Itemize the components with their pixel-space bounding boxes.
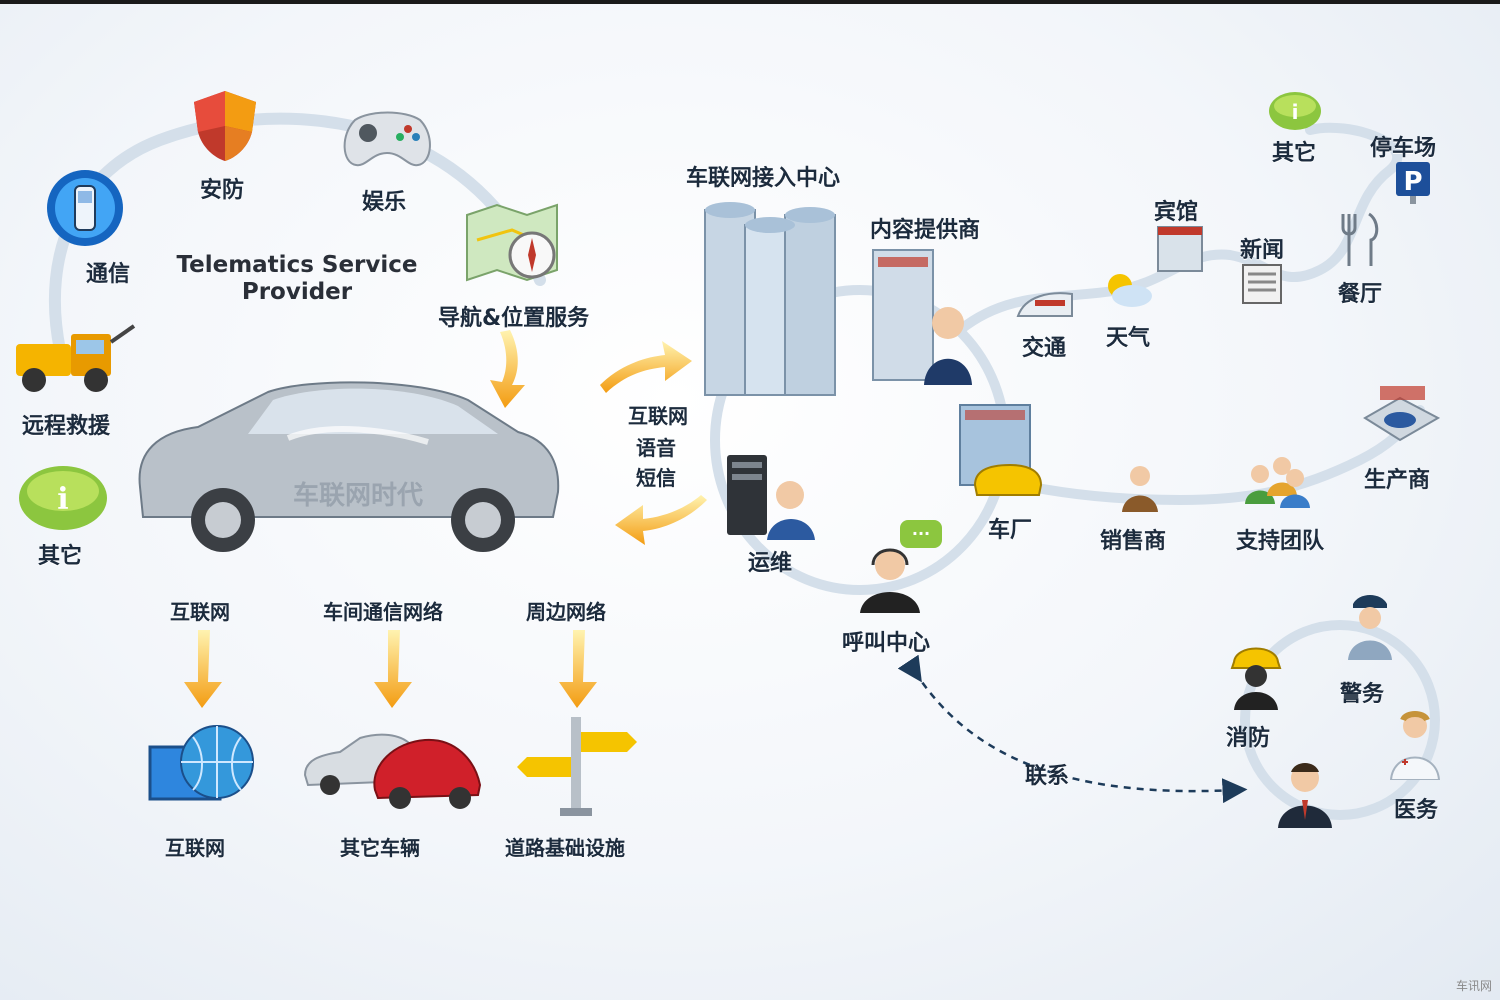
svg-text:i: i (57, 482, 68, 517)
channel-sms: 短信 (636, 466, 676, 490)
svg-text:i: i (1292, 100, 1299, 124)
contact-label: 联系 (1025, 764, 1070, 789)
content-weather: 天气 (1106, 326, 1151, 351)
call-agent-icon: ··· (855, 515, 945, 615)
security-label: 安防 (200, 178, 245, 203)
down-arrow-2 (559, 630, 597, 708)
supply-producer: 生产商 (1364, 468, 1431, 493)
contact-dashed-arrow (897, 654, 1248, 804)
info-icon: i (18, 463, 108, 533)
down-arrow-1 (374, 630, 412, 708)
factory-icon (955, 400, 1045, 500)
entertainment-label: 娱乐 (362, 190, 407, 215)
svg-text:···: ··· (912, 524, 930, 543)
officer-icon (1275, 758, 1335, 828)
content-parking: 停车场 (1370, 136, 1437, 161)
network-target-2: 道路基础设施 (505, 836, 625, 860)
hotel-icon (1155, 224, 1205, 274)
navigation-label: 导航&位置服务 (438, 306, 590, 331)
content-provider-label: 内容提供商 (870, 218, 981, 243)
top-border (0, 0, 1500, 4)
emergency-fire: 消防 (1226, 726, 1271, 751)
shield-icon (190, 88, 260, 163)
ops-label: 运维 (748, 551, 793, 576)
server-operator-icon (722, 450, 817, 540)
down-arrow-0 (184, 630, 222, 708)
emergency-medical: 医务 (1394, 798, 1439, 823)
network-target-1: 其它车辆 (340, 836, 420, 860)
network-target-0: 互联网 (165, 836, 225, 860)
provider-building-icon (868, 245, 973, 385)
cutlery-icon (1335, 210, 1385, 270)
emergency-police: 警务 (1340, 682, 1385, 707)
other-label: 其它 (38, 544, 83, 569)
newspaper-icon (1240, 262, 1285, 307)
network-source-1: 车间通信网络 (323, 600, 443, 624)
svg-text:P: P (1403, 167, 1422, 197)
team-icon (1240, 452, 1315, 512)
arrow-to-car (615, 495, 707, 545)
channel-voice: 语音 (636, 436, 676, 460)
content-news: 新闻 (1240, 238, 1285, 263)
comm-label: 通信 (86, 262, 131, 287)
arrow-to-center (600, 341, 692, 393)
doctor-icon (1388, 710, 1443, 780)
signpost-icon (515, 712, 640, 817)
map-compass-icon (462, 200, 562, 285)
supply-track (995, 405, 1425, 506)
info-icon-content: i (1268, 90, 1323, 132)
globe-monitor-icon (145, 722, 260, 817)
down-arrow-nav (490, 330, 525, 408)
firefighter-icon (1228, 640, 1283, 710)
parking-icon: P (1394, 160, 1432, 204)
network-source-2: 周边网络 (526, 600, 606, 624)
factory-label: 车厂 (988, 518, 1033, 543)
call-center-label: 呼叫中心 (842, 631, 931, 656)
dealer-person-icon (1120, 462, 1160, 512)
police-icon (1345, 590, 1395, 660)
content-hotel: 宾馆 (1154, 200, 1199, 225)
site-watermark: 车讯网 (1455, 979, 1492, 993)
rescue-label: 远程救援 (22, 414, 111, 439)
supply-dealer: 销售商 (1100, 529, 1167, 554)
content-other: 其它 (1272, 141, 1317, 166)
car-image: 车联网时代 (128, 372, 563, 557)
gamepad-icon (340, 105, 435, 170)
channel-internet: 互联网 (628, 404, 688, 428)
supply-support: 支持团队 (1236, 529, 1325, 554)
weather-icon (1100, 270, 1155, 310)
network-source-0: 互联网 (170, 600, 230, 624)
train-icon (1015, 286, 1075, 326)
buildings-icon (700, 195, 840, 400)
production-line-icon (1360, 378, 1440, 448)
phone-icon (45, 168, 125, 248)
tow-truck-icon (6, 322, 141, 397)
content-traffic: 交通 (1022, 336, 1067, 361)
access-center-label: 车联网接入中心 (686, 166, 841, 191)
provider-title: Telematics Service Provider (176, 252, 418, 305)
cars-icon (300, 730, 485, 810)
content-restaurant: 餐厅 (1338, 282, 1383, 307)
car-watermark-text: 车联网时代 (293, 480, 423, 511)
